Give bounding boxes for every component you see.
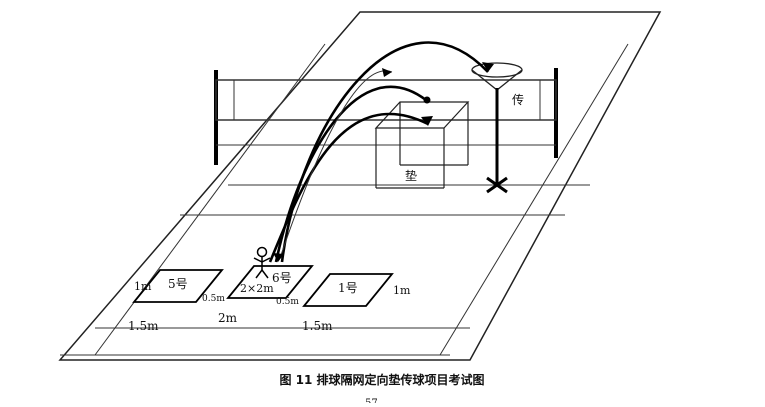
top-partial-text: ⋯⋯⋯⋯⋯⋯⋯⋯ <box>20 0 228 11</box>
player-leg-right <box>261 269 269 279</box>
trajectory-return-thin <box>279 70 393 259</box>
figure-caption: 图 11 排球隔网定向垫传球项目考试图 <box>279 372 484 387</box>
dim-1m-right: 1m <box>393 284 411 297</box>
dim-05-left: 0.5m <box>202 294 225 304</box>
dim-1-5m-right: 1.5m <box>302 319 333 333</box>
arrowhead-basket <box>482 62 494 72</box>
ball-marker <box>423 96 431 104</box>
dim-2m: 2m <box>218 311 238 325</box>
dim-05-right: 0.5m <box>276 297 299 307</box>
dim-1-5m-left: 1.5m <box>128 319 159 333</box>
arrowhead-player <box>273 253 284 262</box>
player-leg-left <box>255 269 263 279</box>
zone-1-label: 1号 <box>338 281 358 295</box>
trajectory-dig-high <box>274 85 427 263</box>
arrowhead-box <box>421 116 433 126</box>
zone-1-square <box>302 273 394 307</box>
player-arm-right <box>261 257 271 263</box>
zone-5-square <box>132 269 224 303</box>
page-number-fragment: 57 <box>365 398 378 403</box>
player-arm-left <box>253 257 263 263</box>
zone-6-label: 6号 <box>272 271 292 285</box>
player-head <box>256 246 268 258</box>
dim-1m-left: 1m <box>134 280 152 293</box>
arrowhead-return <box>382 68 392 77</box>
court-inner-line-right <box>439 43 629 356</box>
pass-pole-foot-2 <box>486 176 508 194</box>
court-outline <box>58 11 662 361</box>
court-inner-line-left <box>94 43 326 356</box>
zone-5-label: 5号 <box>168 277 188 291</box>
zone-6-size-label: 2×2m <box>240 282 274 295</box>
trajectory-dig-mid <box>268 112 429 263</box>
dig-label: 垫 <box>405 168 417 183</box>
pass-label: 传 <box>512 92 524 107</box>
net-band <box>215 79 557 121</box>
zone-6-square <box>226 265 314 299</box>
